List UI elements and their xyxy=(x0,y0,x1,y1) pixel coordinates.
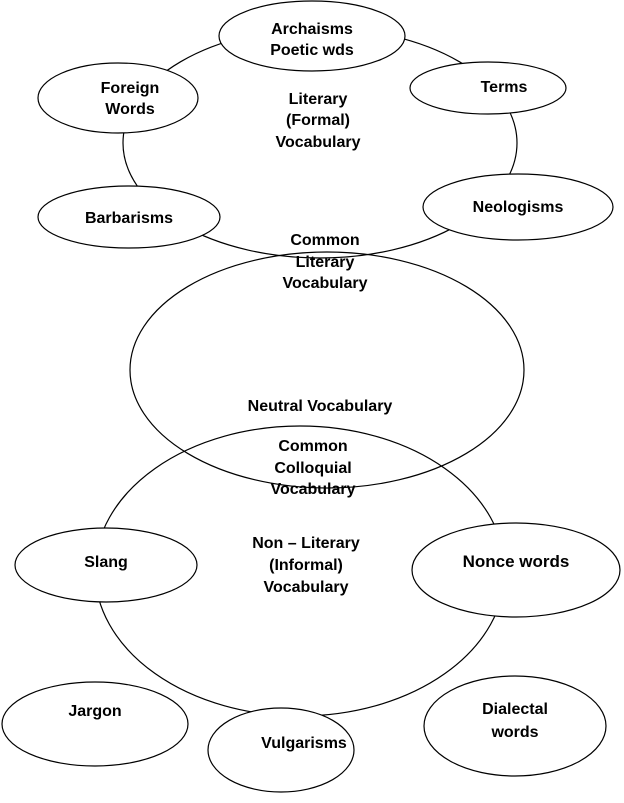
nonce-words-label: Nonce words xyxy=(463,552,570,571)
archaisms-label: Archaisms xyxy=(271,21,353,38)
literary-label-line3: Vocabulary xyxy=(275,134,360,151)
common-colloquial-label-line2: Colloquial xyxy=(274,460,351,477)
vulgarisms-ellipse xyxy=(207,707,355,793)
terms-ellipse xyxy=(409,61,567,115)
barbarisms-label: Barbarisms xyxy=(85,210,173,227)
foreign-label: Foreign xyxy=(101,80,160,97)
neologisms-ellipse xyxy=(422,173,614,241)
common-colloquial-label-line3: Vocabulary xyxy=(270,481,355,498)
common-literary-label-line2: Literary xyxy=(296,254,355,271)
slang-ellipse xyxy=(14,527,198,603)
neutral-vocabulary-label: Neutral Vocabulary xyxy=(248,398,393,415)
archaisms-ellipse xyxy=(218,0,406,72)
vulgarisms-label: Vulgarisms xyxy=(261,735,347,752)
slang-label: Slang xyxy=(84,554,128,571)
barbarisms-ellipse xyxy=(37,185,221,249)
common-literary-label-line3: Vocabulary xyxy=(282,275,367,292)
words-label: Words xyxy=(105,101,155,118)
poetic-words-label: Poetic wds xyxy=(270,42,354,59)
common-literary-label-line1: Common xyxy=(290,232,359,249)
literary-label-line2: (Formal) xyxy=(286,112,350,129)
foreign-words-ellipse xyxy=(37,62,199,134)
non-literary-label-line1: Non – Literary xyxy=(252,535,360,552)
jargon-ellipse xyxy=(1,681,189,767)
neologisms-label: Neologisms xyxy=(473,199,564,216)
common-colloquial-label-line1: Common xyxy=(278,438,347,455)
non-literary-label-line3: Vocabulary xyxy=(263,579,348,596)
neutral-vocabulary-circle xyxy=(129,251,525,489)
non-literary-label-line2: (Informal) xyxy=(269,557,343,574)
terms-label: Terms xyxy=(481,79,528,96)
jargon-label: Jargon xyxy=(68,703,121,720)
dialectal-words-label: words xyxy=(490,724,538,741)
dialectal-label: Dialectal xyxy=(482,701,548,718)
literary-label-line1: Literary xyxy=(289,91,348,108)
dialectal-words-ellipse xyxy=(423,675,607,777)
nonce-words-ellipse xyxy=(411,522,621,618)
